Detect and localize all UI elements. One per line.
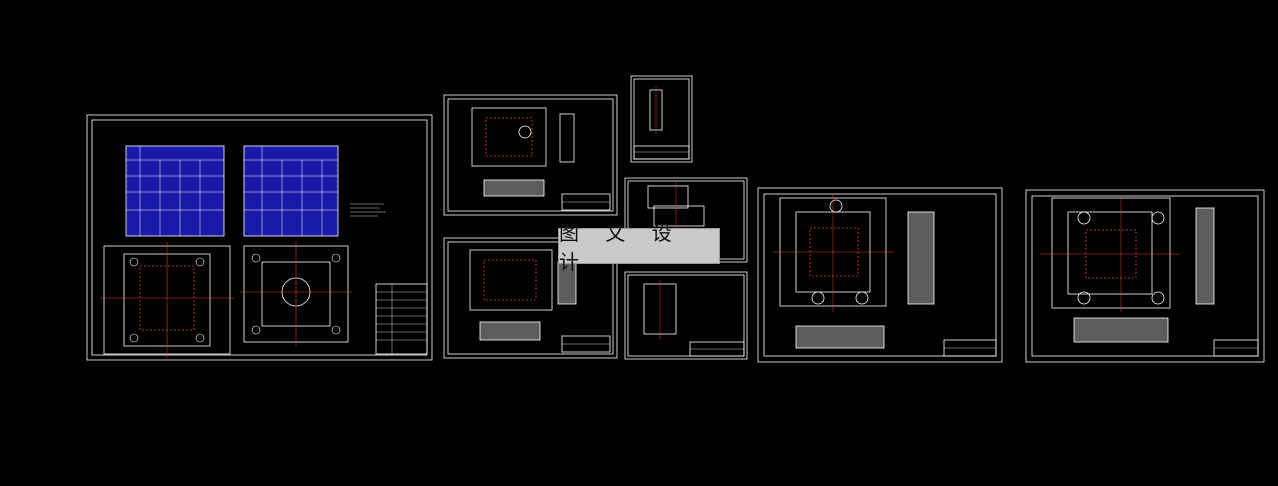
sheet-part-4 <box>624 271 748 360</box>
sheet-small-a4 <box>630 75 693 163</box>
section-view-right <box>243 145 339 237</box>
bom-table <box>375 283 428 355</box>
sheet-plate-2 <box>1025 189 1265 363</box>
section-view-left <box>125 145 225 237</box>
watermark-label: 图 文 设 计 <box>558 221 720 274</box>
sheet-assembly <box>86 114 433 361</box>
sheet-part-1 <box>443 94 618 216</box>
sheet-plate-1 <box>757 187 1003 363</box>
